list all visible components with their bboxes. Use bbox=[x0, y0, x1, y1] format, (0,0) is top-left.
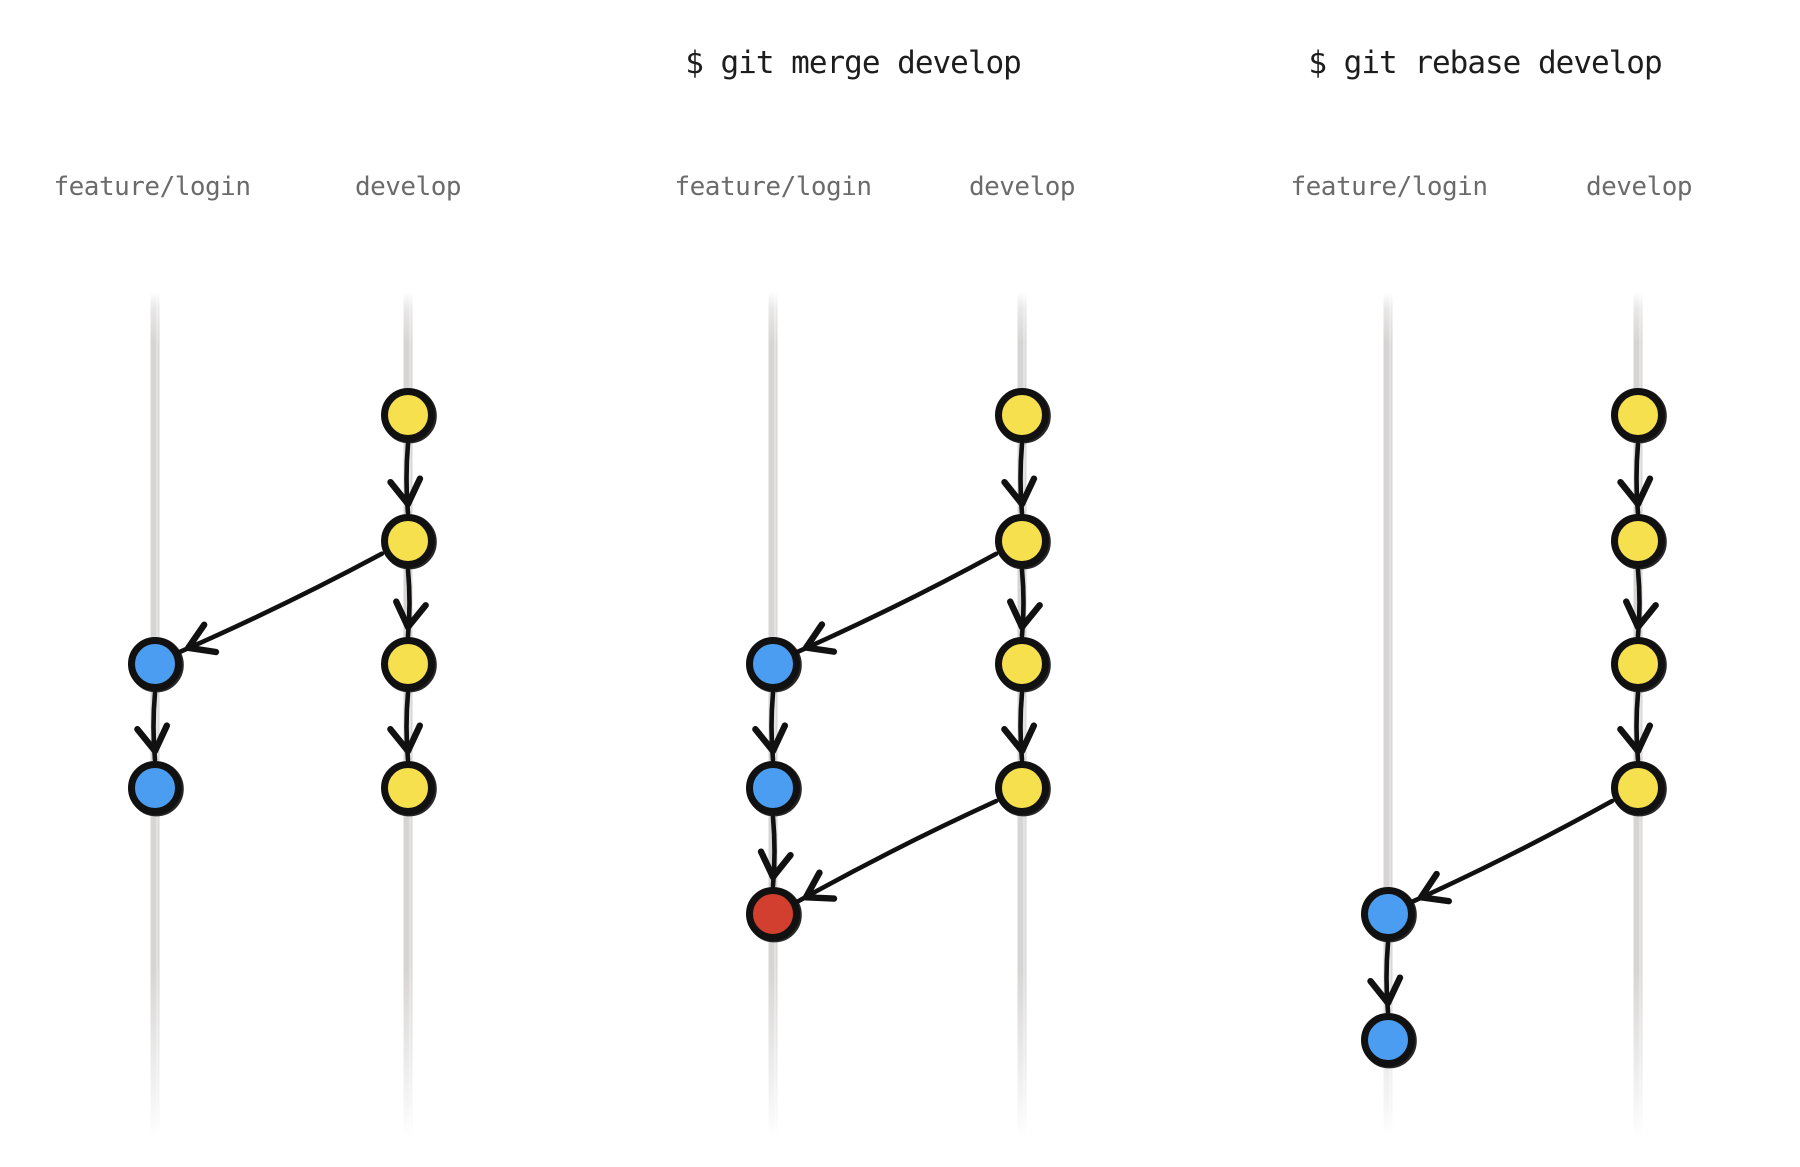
edge-arrow-sketch bbox=[408, 569, 412, 638]
commit-node-sketch-ring bbox=[381, 388, 437, 444]
edge-arrow-sketch bbox=[1020, 692, 1024, 762]
edge-arrowhead bbox=[393, 598, 429, 631]
edge-arrow-shaft bbox=[795, 798, 999, 904]
commit-node-blue bbox=[746, 761, 800, 815]
branch-label-develop-1: develop bbox=[354, 172, 462, 202]
commit-node-yellow bbox=[1611, 514, 1665, 568]
edge-arrowhead bbox=[1617, 722, 1654, 755]
commit-node-blue bbox=[1361, 887, 1415, 941]
commit-node-yellow bbox=[1611, 637, 1665, 691]
commit-node-yellow bbox=[995, 761, 1049, 815]
branch-label-feature-login-3: feature/login bbox=[1290, 172, 1489, 202]
branch-line-texture bbox=[1388, 291, 1393, 1139]
diagram-before bbox=[128, 291, 437, 1139]
branch-line-texture bbox=[773, 291, 778, 1139]
edge-arrow-sketch bbox=[1413, 801, 1615, 903]
commit-node-sketch-ring bbox=[1611, 388, 1667, 444]
rebase-command-title: $ git rebase develop bbox=[1308, 45, 1662, 81]
commit-node-sketch-ring bbox=[746, 887, 802, 943]
edge-arrowhead bbox=[185, 621, 220, 656]
edge-arrowhead bbox=[752, 722, 789, 755]
commit-node-sketch-ring bbox=[381, 761, 437, 817]
edge-arrowhead bbox=[1367, 974, 1404, 1007]
commit-node-yellow bbox=[1611, 761, 1665, 815]
commit-node-red bbox=[746, 887, 800, 941]
edge-arrowhead bbox=[134, 722, 171, 755]
commit-node-sketch-ring bbox=[381, 637, 437, 693]
edge-arrowhead bbox=[1007, 598, 1043, 631]
commit-node-sketch-ring bbox=[746, 637, 802, 693]
edge-arrowhead bbox=[1617, 475, 1654, 508]
edge-arrow-sketch bbox=[1020, 443, 1024, 515]
commit-node-sketch-ring bbox=[995, 388, 1051, 444]
branch-label-develop-2: develop bbox=[968, 172, 1076, 202]
edge-arrowhead bbox=[1001, 722, 1038, 755]
commit-node-sketch-ring bbox=[995, 637, 1051, 693]
commit-node-yellow bbox=[381, 761, 435, 815]
commit-node-blue bbox=[128, 761, 182, 815]
edge-arrow-sketch bbox=[1636, 443, 1640, 515]
branch-label-feature-login-2: feature/login bbox=[674, 172, 873, 202]
diagram-rebase bbox=[1361, 291, 1667, 1139]
edge-arrow-sketch bbox=[771, 692, 775, 762]
edge-arrowhead bbox=[387, 475, 424, 508]
edge-arrow-sketch bbox=[406, 443, 410, 515]
commit-node-yellow bbox=[1611, 388, 1665, 442]
commit-node-sketch-ring bbox=[1611, 761, 1667, 817]
commit-node-blue bbox=[746, 637, 800, 691]
commit-node-yellow bbox=[995, 637, 1049, 691]
edge-arrow-sketch bbox=[798, 801, 999, 903]
edge-arrowhead bbox=[387, 722, 424, 755]
commit-node-blue bbox=[1361, 1013, 1415, 1067]
edge-arrow-sketch bbox=[1638, 569, 1642, 638]
edge-arrow-sketch bbox=[180, 553, 384, 654]
edge-arrow-shaft bbox=[177, 551, 385, 655]
branch-label-develop-3: develop bbox=[1585, 172, 1693, 202]
commit-node-yellow bbox=[995, 388, 1049, 442]
commit-node-sketch-ring bbox=[128, 637, 184, 693]
branch-label-feature-login-1: feature/login bbox=[53, 172, 252, 202]
diagram-merge bbox=[746, 291, 1051, 1139]
edge-arrowhead bbox=[1623, 598, 1659, 631]
edge-arrowhead bbox=[802, 869, 838, 902]
commit-node-yellow bbox=[995, 514, 1049, 568]
commit-node-sketch-ring bbox=[746, 761, 802, 817]
edge-arrow-sketch bbox=[773, 816, 777, 888]
commit-node-sketch-ring bbox=[995, 514, 1051, 570]
edge-arrow-sketch bbox=[798, 553, 998, 654]
commit-node-sketch-ring bbox=[1611, 637, 1667, 693]
edge-arrowhead bbox=[1417, 870, 1452, 905]
commit-node-sketch-ring bbox=[1361, 887, 1417, 943]
branch-line-texture bbox=[155, 291, 160, 1139]
commit-node-sketch-ring bbox=[1611, 514, 1667, 570]
edge-arrow-shaft bbox=[1410, 798, 1615, 904]
commit-node-yellow bbox=[381, 637, 435, 691]
edge-arrow-sketch bbox=[406, 692, 410, 762]
edge-arrow-shaft bbox=[795, 551, 999, 654]
commit-node-yellow bbox=[381, 514, 435, 568]
commit-node-sketch-ring bbox=[128, 761, 184, 817]
merge-command-title: $ git merge develop bbox=[685, 45, 1022, 81]
commit-node-sketch-ring bbox=[1361, 1013, 1417, 1069]
edge-arrowhead bbox=[1001, 475, 1038, 508]
edge-arrow-sketch bbox=[153, 692, 157, 762]
edge-arrow-sketch bbox=[1386, 942, 1390, 1014]
edge-arrowhead bbox=[757, 848, 794, 881]
commit-node-sketch-ring bbox=[995, 761, 1051, 817]
edge-arrowhead bbox=[802, 621, 838, 655]
edge-arrow-sketch bbox=[1022, 569, 1026, 638]
edge-arrow-sketch bbox=[1636, 692, 1640, 762]
commit-node-blue bbox=[128, 637, 182, 691]
commit-node-yellow bbox=[381, 388, 435, 442]
commit-node-sketch-ring bbox=[381, 514, 437, 570]
